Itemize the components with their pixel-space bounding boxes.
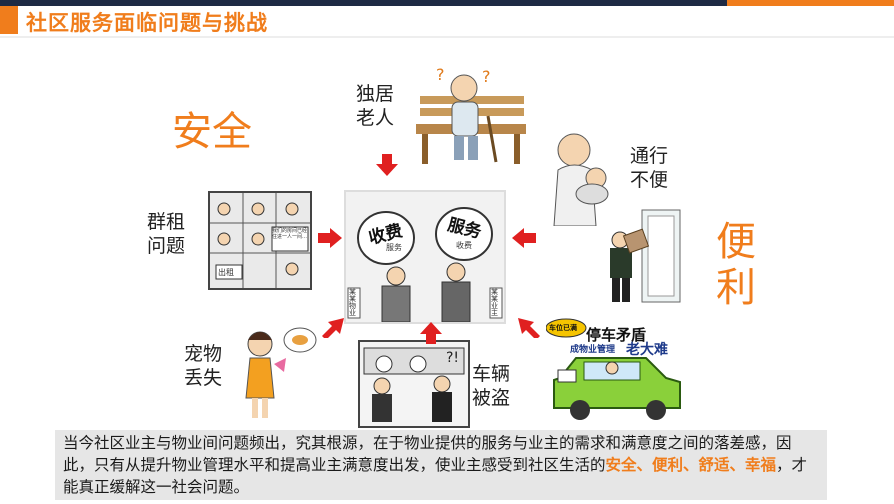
label-pet-2: 丢失	[184, 367, 223, 389]
elderly-on-bench-illustration: ? ?	[416, 66, 526, 164]
label-access-1: 通行	[630, 145, 669, 167]
top-bar-navy	[0, 0, 727, 6]
top-bar-orange	[727, 0, 894, 6]
label-elderly-2: 老人	[356, 107, 395, 129]
label-pet-1: 宠物	[184, 343, 223, 365]
arrow-upleft-parking	[518, 318, 540, 338]
label-elderly-1: 独居	[356, 83, 395, 105]
title-marker	[0, 6, 18, 34]
parking-title: 停车矛盾	[586, 326, 647, 344]
caption-highlight-1: 安全、	[605, 456, 653, 474]
page-title: 社区服务面临问题与挑战	[26, 11, 268, 35]
tag-owner: 某某业主	[491, 288, 498, 317]
label-vehicle-2: 被盗	[472, 387, 511, 409]
arrow-left-access	[512, 228, 536, 248]
arrow-upright-pet	[322, 318, 344, 338]
label-rental-1: 群租	[147, 211, 186, 233]
rental-badge: 出租	[218, 268, 234, 277]
caption-highlight-2: 便利、舒适、幸福	[652, 456, 777, 474]
sign-fee-sub: 服务	[386, 243, 402, 252]
summary-caption: 当今社区业主与物业间问题频出，究其根源，在于物业提供的服务与业主的需求和满意度之…	[55, 430, 827, 500]
rental-sign: 我们的房间已经住进一人一间…	[272, 228, 308, 240]
parking-sub: 成物业管理	[570, 345, 616, 355]
label-access-2: 不便	[630, 169, 669, 191]
group-rental-illustration: 我们的房间已经住进一人一间… 出租	[208, 191, 312, 290]
arrow-down-elderly	[376, 154, 398, 176]
arrow-right-rental	[318, 228, 342, 248]
sign-service-sub: 收费	[456, 241, 472, 250]
fee-service-dispute-illustration: 收费 服务 服务 收费 某某物业 某某业主	[344, 190, 506, 324]
arrow-up-vehicle	[420, 322, 442, 344]
label-vehicle-1: 车辆	[472, 363, 511, 385]
svg-text:?!: ?!	[446, 350, 459, 366]
man-carrying-box-illustration	[610, 209, 681, 303]
svg-text:?: ?	[482, 67, 491, 86]
label-rental-2: 问题	[147, 235, 186, 257]
parking-sub-2: 老大难	[626, 342, 668, 358]
convenience-heading-2: 利	[716, 265, 756, 311]
vehicle-theft-illustration: ?!	[358, 340, 470, 428]
caption-text-2: ，才能真正缓解这一社会问题。	[63, 456, 808, 496]
mother-with-baby-illustration	[553, 133, 609, 226]
title-divider	[0, 36, 894, 38]
lost-pet-illustration	[245, 327, 317, 418]
convenience-heading-1: 便	[716, 219, 756, 265]
tag-property: 某某物业	[349, 288, 356, 317]
safety-heading: 安全	[172, 109, 252, 155]
parking-conflict-illustration: 车位已满 停车矛盾 成物业管理 老大难	[546, 318, 686, 422]
caption-text-1: 当今社区业主与物业间问题频出，究其根源，在于物业提供的服务与业主的需求和满意度之…	[63, 434, 792, 474]
svg-text:?: ?	[436, 66, 445, 84]
parking-badge: 车位已满	[549, 324, 577, 332]
